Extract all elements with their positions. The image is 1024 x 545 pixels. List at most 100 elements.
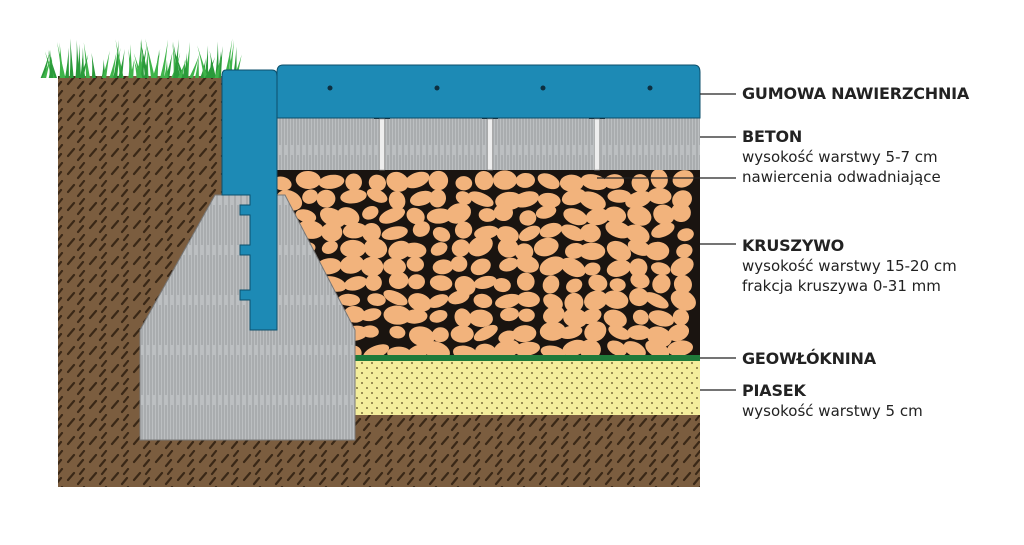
stone bbox=[653, 204, 675, 225]
stone bbox=[336, 207, 360, 226]
stone bbox=[672, 309, 690, 326]
stone bbox=[645, 340, 670, 359]
stone bbox=[580, 308, 602, 324]
stone bbox=[410, 190, 434, 206]
geotextile-layer bbox=[355, 355, 700, 361]
grass-blade bbox=[75, 39, 80, 78]
stone bbox=[559, 174, 584, 192]
stone bbox=[468, 235, 493, 257]
stone bbox=[603, 309, 627, 328]
stone bbox=[447, 290, 470, 305]
edge-curb bbox=[221, 69, 278, 331]
stone bbox=[402, 242, 427, 259]
stone bbox=[379, 207, 406, 224]
stone bbox=[432, 259, 454, 275]
stone bbox=[630, 272, 650, 289]
stone bbox=[478, 208, 497, 222]
stone bbox=[345, 173, 362, 191]
surface-dot bbox=[434, 85, 440, 91]
stone bbox=[667, 323, 690, 342]
surface-dot bbox=[327, 85, 333, 91]
stone bbox=[608, 325, 631, 340]
surface-dot bbox=[540, 85, 546, 91]
stone bbox=[629, 287, 649, 307]
stone bbox=[429, 309, 448, 323]
stone bbox=[609, 278, 626, 292]
stone bbox=[652, 274, 671, 294]
stone bbox=[429, 275, 453, 291]
stone bbox=[513, 341, 540, 356]
stone bbox=[516, 255, 539, 273]
stone bbox=[564, 292, 584, 313]
stone bbox=[492, 170, 517, 190]
stone bbox=[316, 189, 336, 208]
stone bbox=[406, 256, 424, 272]
stone bbox=[631, 174, 650, 193]
label-rubber: GUMOWA NAWIERZCHNIA bbox=[742, 84, 969, 104]
stone bbox=[537, 173, 560, 190]
label-geotextile: GEOWŁÓKNINA bbox=[742, 349, 876, 369]
stone bbox=[516, 291, 540, 308]
label-geotextile-title: GEOWŁÓKNINA bbox=[742, 349, 876, 368]
stone bbox=[672, 170, 694, 188]
stone bbox=[648, 310, 674, 327]
stone bbox=[515, 172, 536, 188]
stone bbox=[578, 242, 606, 261]
grass-blade bbox=[184, 53, 189, 78]
stone bbox=[340, 239, 366, 258]
stone bbox=[606, 259, 631, 277]
stone bbox=[408, 293, 432, 312]
stone bbox=[607, 189, 632, 203]
grass-blade bbox=[214, 55, 222, 78]
stone bbox=[360, 256, 384, 277]
concrete-foundation bbox=[139, 194, 356, 441]
stone bbox=[474, 225, 499, 240]
stone bbox=[560, 224, 586, 242]
stone bbox=[454, 221, 473, 239]
stone bbox=[412, 221, 430, 237]
stone bbox=[667, 340, 694, 357]
stone bbox=[533, 237, 559, 257]
grass-blade bbox=[216, 46, 223, 78]
stone bbox=[559, 325, 583, 339]
grass-blade bbox=[80, 47, 85, 78]
stone bbox=[500, 307, 519, 322]
label-aggregate-height: wysokość warstwy 15-20 cm bbox=[742, 257, 957, 275]
label-concrete-height: wysokość warstwy 5-7 cm bbox=[742, 148, 938, 166]
stone bbox=[473, 324, 498, 342]
stone bbox=[627, 325, 651, 340]
stone bbox=[450, 256, 468, 272]
stone bbox=[539, 321, 566, 341]
stone bbox=[677, 228, 694, 242]
stone bbox=[427, 294, 449, 308]
stone bbox=[643, 292, 669, 309]
grass-blade bbox=[64, 47, 69, 78]
stone bbox=[321, 240, 338, 254]
stone bbox=[367, 293, 386, 306]
stone bbox=[429, 189, 447, 208]
stone bbox=[495, 293, 521, 309]
stone bbox=[584, 290, 608, 311]
grass-blade bbox=[136, 39, 142, 78]
stone bbox=[455, 191, 472, 205]
stone bbox=[388, 191, 406, 210]
stone bbox=[468, 191, 494, 207]
stone bbox=[516, 272, 535, 291]
label-rubber-title: GUMOWA NAWIERZCHNIA bbox=[742, 84, 970, 103]
stone bbox=[361, 325, 379, 338]
stone bbox=[650, 262, 671, 276]
stone bbox=[580, 223, 601, 243]
stone bbox=[381, 226, 408, 240]
stone bbox=[499, 257, 519, 272]
stone bbox=[650, 169, 668, 189]
stone bbox=[360, 308, 382, 322]
stone bbox=[365, 274, 382, 291]
label-concrete: BETON wysokość warstwy 5-7 cm nawierceni… bbox=[742, 127, 941, 187]
stone bbox=[383, 290, 408, 306]
grass-blade bbox=[216, 51, 221, 78]
stone bbox=[625, 224, 650, 244]
stone bbox=[625, 190, 652, 209]
stone bbox=[295, 209, 317, 223]
stone bbox=[543, 305, 565, 324]
